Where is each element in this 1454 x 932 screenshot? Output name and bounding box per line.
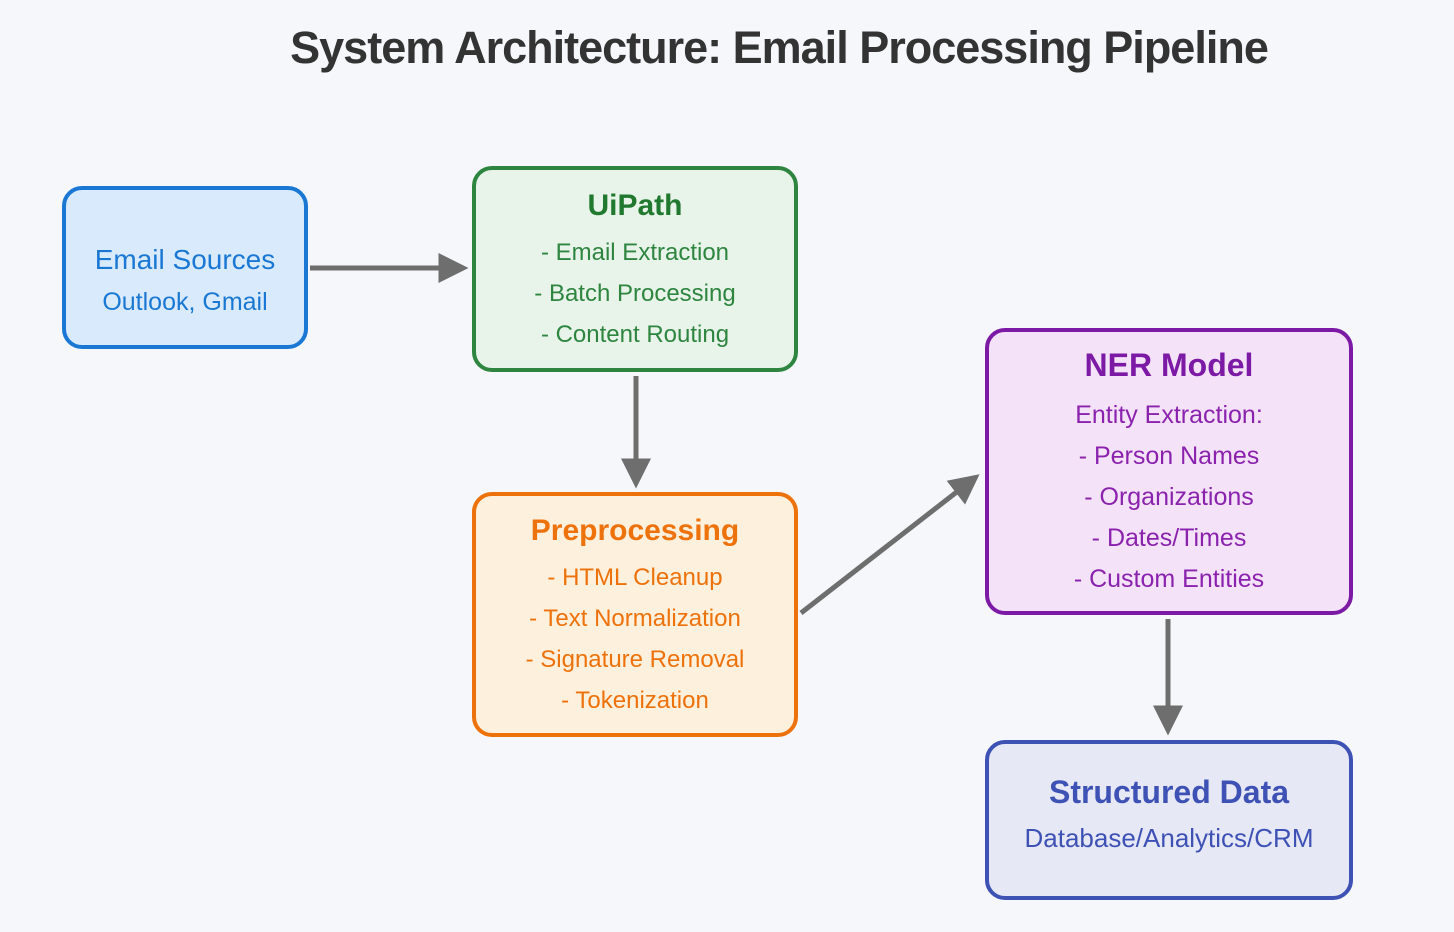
node-preprocessing-item: - Signature Removal xyxy=(525,645,745,673)
node-structured-data-subtitle: Database/Analytics/CRM xyxy=(1024,823,1314,853)
node-ner-model-item: - Custom Entities xyxy=(1073,565,1265,593)
node-ner-model-item: - Person Names xyxy=(1078,442,1260,470)
node-preprocessing-item: - Tokenization xyxy=(561,686,709,714)
node-ner-model-title: NER Model xyxy=(1084,347,1254,383)
node-preprocessing-item: - HTML Cleanup xyxy=(547,563,723,591)
node-ner-model: NER Model Entity Extraction: - Person Na… xyxy=(985,328,1353,615)
node-email-sources-title: Email Sources xyxy=(94,244,276,275)
node-ner-model-item: - Organizations xyxy=(1084,483,1254,511)
node-ner-model-item: - Dates/Times xyxy=(1091,524,1247,552)
node-preprocessing: Preprocessing - HTML Cleanup - Text Norm… xyxy=(472,492,798,737)
node-structured-data: Structured Data Database/Analytics/CRM xyxy=(985,740,1353,900)
node-uipath-item: - Email Extraction xyxy=(540,238,730,266)
node-email-sources-subtitle: Outlook, Gmail xyxy=(102,288,268,316)
node-uipath-item: - Content Routing xyxy=(540,320,730,348)
node-preprocessing-item: - Text Normalization xyxy=(529,604,741,632)
node-uipath: UiPath - Email Extraction - Batch Proces… xyxy=(472,166,798,372)
node-structured-data-title: Structured Data xyxy=(1048,774,1290,810)
diagram-title: System Architecture: Email Processing Pi… xyxy=(290,22,1269,73)
node-ner-model-subtitle: Entity Extraction: xyxy=(1075,401,1263,429)
node-uipath-title: UiPath xyxy=(587,188,683,222)
node-preprocessing-title: Preprocessing xyxy=(530,513,740,547)
arrow-preprocessing-to-ner-model xyxy=(799,474,980,615)
node-uipath-item: - Batch Processing xyxy=(534,279,736,307)
node-email-sources: Email Sources Outlook, Gmail xyxy=(62,186,308,349)
